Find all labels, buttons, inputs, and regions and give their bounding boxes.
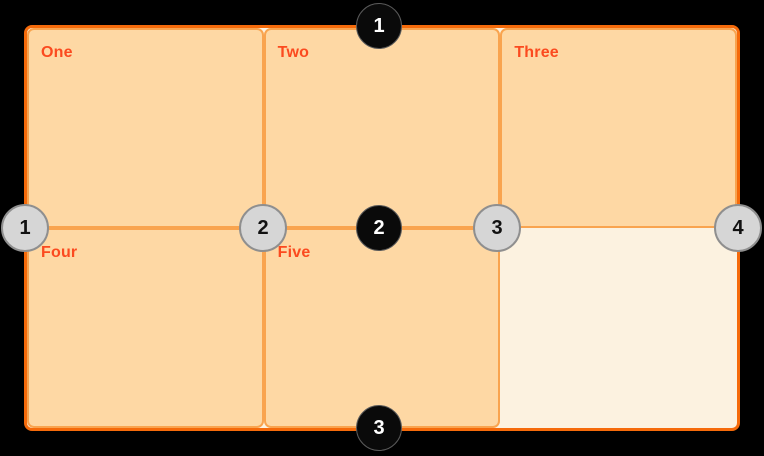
column-line-badge-3: 3 <box>473 204 521 252</box>
grid-cell-four: Four <box>27 228 264 428</box>
cell-label-five: Five <box>277 244 311 261</box>
grid-cell-empty <box>500 228 737 428</box>
cell-label-two: Two <box>277 44 310 61</box>
grid-container: One Two Three Four Five <box>24 25 740 431</box>
cell-label-one: One <box>41 44 73 61</box>
cell-label-four: Four <box>41 244 78 261</box>
column-line-badge-4: 4 <box>714 204 762 252</box>
grid-cell-five: Five <box>263 228 501 428</box>
row-line-badge-1: 1 <box>356 3 402 49</box>
row-line-badge-2: 2 <box>356 205 402 251</box>
grid-cell-two: Two <box>263 28 501 228</box>
row-line-badge-3: 3 <box>356 405 402 451</box>
grid-cell-one: One <box>27 28 264 228</box>
grid-cell-three: Three <box>500 28 737 228</box>
column-line-badge-1: 1 <box>1 204 49 252</box>
cell-label-three: Three <box>514 44 559 61</box>
column-line-badge-2: 2 <box>239 204 287 252</box>
